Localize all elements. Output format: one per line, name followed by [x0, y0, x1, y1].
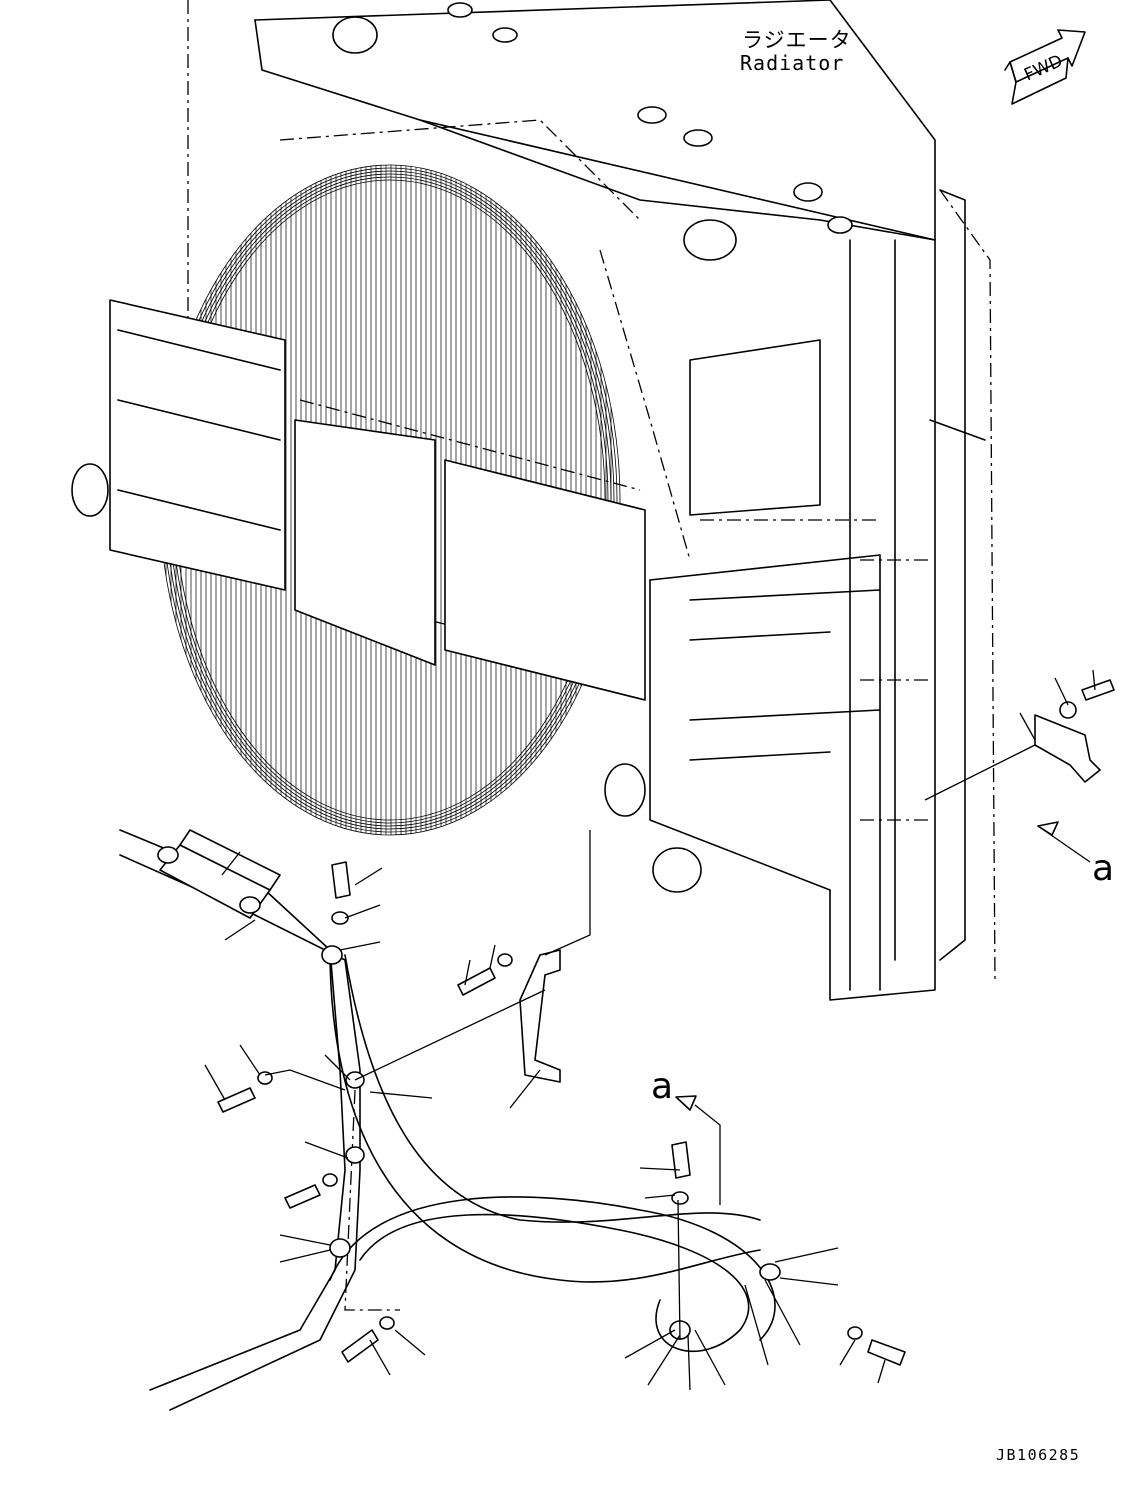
bolts-and-washers — [217, 679, 1115, 1366]
radiator-caps-and-bolts — [332, 2, 853, 893]
leader-lines — [204, 669, 1096, 1391]
hose-routing — [119, 829, 776, 1411]
radiator-title-english: Radiator — [740, 51, 845, 75]
radiator-frame — [187, 0, 996, 1001]
drawing-number: JB106285 — [996, 1446, 1081, 1464]
clamps — [157, 846, 781, 1340]
side-panel-left — [71, 299, 646, 817]
detail-reference-a-bottom: a — [651, 1066, 675, 1107]
detail-reference-a-right: a — [1092, 848, 1116, 889]
protector-sleeve — [159, 829, 281, 919]
bracket — [519, 714, 1101, 1083]
fwd-arrow-icon: FWD — [1004, 29, 1086, 105]
detail-arrows — [675, 821, 1059, 1111]
radiator-title-japanese: ラジエータ — [742, 28, 852, 52]
